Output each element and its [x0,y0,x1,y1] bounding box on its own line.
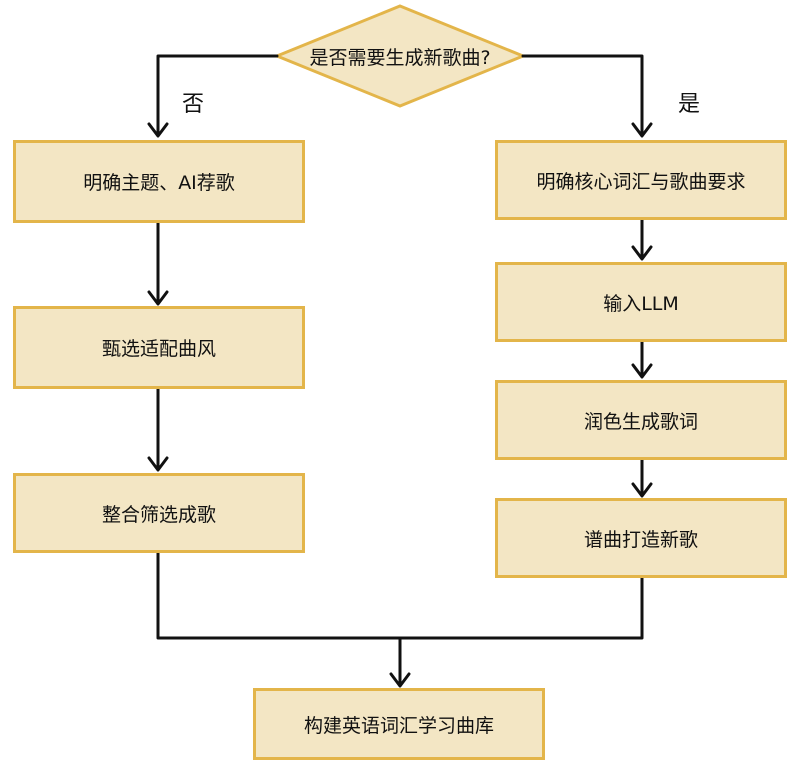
connector-yes-branch [521,54,644,135]
step-integrate-songs: 整合筛选成歌 [13,473,305,553]
arrowhead-yes-branch [631,122,653,138]
arrowhead-left-1-2 [147,290,169,306]
yes-branch-label: 是 [678,92,701,117]
decision-diamond [273,4,527,108]
arrowhead-to-final [389,672,411,688]
arrowhead-right-1-2 [631,245,653,261]
step-input-llm: 输入LLM [495,262,787,342]
arrowhead-right-2-3 [631,363,653,379]
step-select-style: 甄选适配曲风 [13,306,305,389]
step-theme-ai-recommend: 明确主题、AI荐歌 [13,140,305,223]
arrowhead-right-3-4 [631,482,653,498]
no-branch-label: 否 [182,92,205,117]
step-polish-lyrics: 润色生成歌词 [495,380,787,460]
connector-no-branch [156,54,279,135]
step-compose-song: 谱曲打造新歌 [495,498,787,578]
arrowhead-left-2-3 [147,456,169,472]
step-core-vocab-requirements: 明确核心词汇与歌曲要求 [495,140,787,220]
decision-label: 是否需要生成新歌曲? [309,46,491,69]
arrowhead-no-branch [147,122,169,138]
step-build-vocab-library: 构建英语词汇学习曲库 [253,688,545,760]
